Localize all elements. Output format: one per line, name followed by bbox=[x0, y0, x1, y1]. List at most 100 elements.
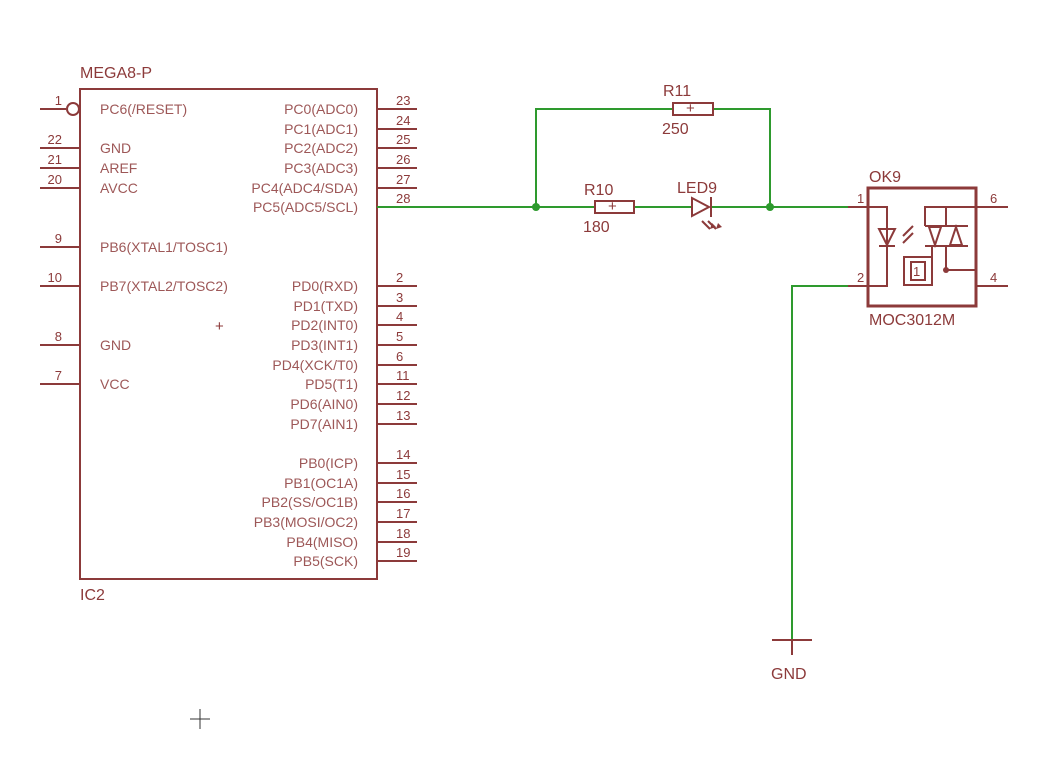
net-r11-right[interactable] bbox=[713, 108, 771, 207]
opto-value: MOC3012M bbox=[869, 312, 955, 329]
pin-number: 24 bbox=[396, 113, 410, 128]
pin-label: PD5(T1) bbox=[305, 376, 358, 392]
triac-triangle bbox=[927, 226, 943, 249]
resistor-body bbox=[594, 200, 635, 214]
pin-number: 4 bbox=[990, 270, 997, 285]
pin-number: 27 bbox=[396, 172, 410, 187]
resistor-body bbox=[672, 102, 714, 116]
triac-frame bbox=[924, 206, 946, 226]
pin-label: PC0(ADC0) bbox=[284, 101, 358, 117]
pin-label: PD2(INT0) bbox=[291, 317, 358, 333]
pin-label: PC5(ADC5/SCL) bbox=[253, 199, 358, 215]
pin-number: 5 bbox=[396, 329, 403, 344]
triac-lead-bottom bbox=[945, 246, 976, 271]
pin-label: PD4(XCK/T0) bbox=[272, 357, 358, 373]
pin-number: 17 bbox=[396, 506, 410, 521]
zero-cross-mark: 1 bbox=[913, 264, 920, 279]
led-led9[interactable]: LED9 bbox=[677, 180, 722, 230]
arrow-head bbox=[710, 223, 716, 229]
pin-label: PB2(SS/OC1B) bbox=[262, 494, 358, 510]
pin-label: PC3(ADC3) bbox=[284, 160, 358, 176]
pin-number: 4 bbox=[396, 309, 403, 324]
pin-number: 14 bbox=[396, 447, 410, 462]
pin-number: 2 bbox=[396, 270, 403, 285]
pin-number: 8 bbox=[55, 329, 62, 344]
pin-number: 23 bbox=[396, 93, 410, 108]
pin-label: VCC bbox=[100, 376, 130, 392]
pin-number: 9 bbox=[55, 231, 62, 246]
pin-number: 28 bbox=[396, 191, 410, 206]
junction-dot bbox=[766, 203, 774, 211]
pin-label: PC2(ADC2) bbox=[284, 140, 358, 156]
ic-mega8[interactable]: MEGA8-P IC2 + 1 22 21 20 9 10 8 7 PC6(/R… bbox=[40, 65, 417, 604]
r10-value: 180 bbox=[583, 219, 610, 236]
triac-triangle bbox=[948, 223, 964, 246]
ic-name: IC2 bbox=[80, 587, 105, 604]
optocoupler-ok9[interactable]: OK9 MOC3012M 1 2 6 4 1 bbox=[848, 169, 1008, 329]
resistor-r10[interactable]: + R10 180 bbox=[583, 182, 635, 236]
r11-value: 250 bbox=[662, 121, 689, 138]
pin-number: 6 bbox=[396, 349, 403, 364]
pin-label: PB7(XTAL2/TOSC2) bbox=[100, 278, 228, 294]
opto-light-arrow-icon bbox=[902, 225, 914, 237]
pin-number: 15 bbox=[396, 467, 410, 482]
arrow-head bbox=[716, 223, 722, 229]
ic-left-pins: 1 22 21 20 9 10 8 7 PC6(/RESET) GND AREF… bbox=[40, 93, 228, 392]
ground-symbol[interactable]: GND bbox=[771, 639, 812, 683]
pin-number: 10 bbox=[48, 270, 62, 285]
pin-label: PC4(ADC4/SDA) bbox=[251, 180, 358, 196]
pin-number: 1 bbox=[55, 93, 62, 108]
pin-number: 2 bbox=[857, 270, 864, 285]
net-r11-left[interactable] bbox=[535, 108, 673, 207]
r11-name: R11 bbox=[663, 83, 691, 100]
pin-label: PB3(MOSI/OC2) bbox=[254, 514, 358, 530]
internal-node bbox=[943, 267, 949, 273]
origin-cross: + bbox=[608, 198, 617, 215]
pin-number: 25 bbox=[396, 132, 410, 147]
pin-label: PB6(XTAL1/TOSC1) bbox=[100, 239, 228, 255]
pin-number: 20 bbox=[48, 172, 62, 187]
junction-dot bbox=[532, 203, 540, 211]
pin-label: PB4(MISO) bbox=[286, 534, 358, 550]
pin-number: 7 bbox=[55, 368, 62, 383]
internal-led-triangle bbox=[877, 228, 897, 248]
pin-number: 21 bbox=[48, 152, 62, 167]
pin-number: 6 bbox=[990, 191, 997, 206]
pin-number: 13 bbox=[396, 408, 410, 423]
diode-triangle bbox=[691, 196, 712, 218]
pin-label: PD0(RXD) bbox=[292, 278, 358, 294]
opto-name: OK9 bbox=[869, 169, 901, 186]
pin-number: 26 bbox=[396, 152, 410, 167]
pin-label: GND bbox=[100, 140, 131, 156]
ic-origin-cross: + bbox=[215, 318, 224, 335]
pin-number: 19 bbox=[396, 545, 410, 560]
ic-right-pins: 23 24 25 26 27 28 2 3 4 5 6 11 12 13 14 … bbox=[251, 93, 417, 569]
led-name: LED9 bbox=[677, 180, 717, 197]
pin-number: 22 bbox=[48, 132, 62, 147]
pin-label: PC1(ADC1) bbox=[284, 121, 358, 137]
light-arrow-icon bbox=[701, 220, 711, 230]
pin-label: PD6(AIN0) bbox=[290, 396, 358, 412]
resistor-r11[interactable]: + R11 250 bbox=[662, 83, 714, 138]
r10-name: R10 bbox=[584, 182, 613, 199]
opto-light-arrow-icon bbox=[902, 232, 914, 244]
pin-number: 18 bbox=[396, 526, 410, 541]
ic-body bbox=[79, 88, 378, 580]
pin-label: PD1(TXD) bbox=[293, 298, 358, 314]
pin-number: 16 bbox=[396, 486, 410, 501]
pin-label: AREF bbox=[100, 160, 137, 176]
ic-value: MEGA8-P bbox=[80, 65, 152, 82]
pin-label: AVCC bbox=[100, 180, 138, 196]
pin-label: PB5(SCK) bbox=[293, 553, 358, 569]
pin-label: GND bbox=[100, 337, 131, 353]
pin-label: PB1(OC1A) bbox=[284, 475, 358, 491]
gnd-label: GND bbox=[771, 666, 807, 683]
origin-cross: + bbox=[686, 100, 695, 117]
pin-label: PC6(/RESET) bbox=[100, 101, 187, 117]
pin-number: 11 bbox=[396, 368, 410, 383]
pin-number: 3 bbox=[396, 290, 403, 305]
opto-body bbox=[866, 186, 978, 308]
inversion-bubble bbox=[66, 102, 80, 116]
pin-label: PD7(AIN1) bbox=[290, 416, 358, 432]
net-opto-gnd[interactable] bbox=[791, 285, 868, 640]
